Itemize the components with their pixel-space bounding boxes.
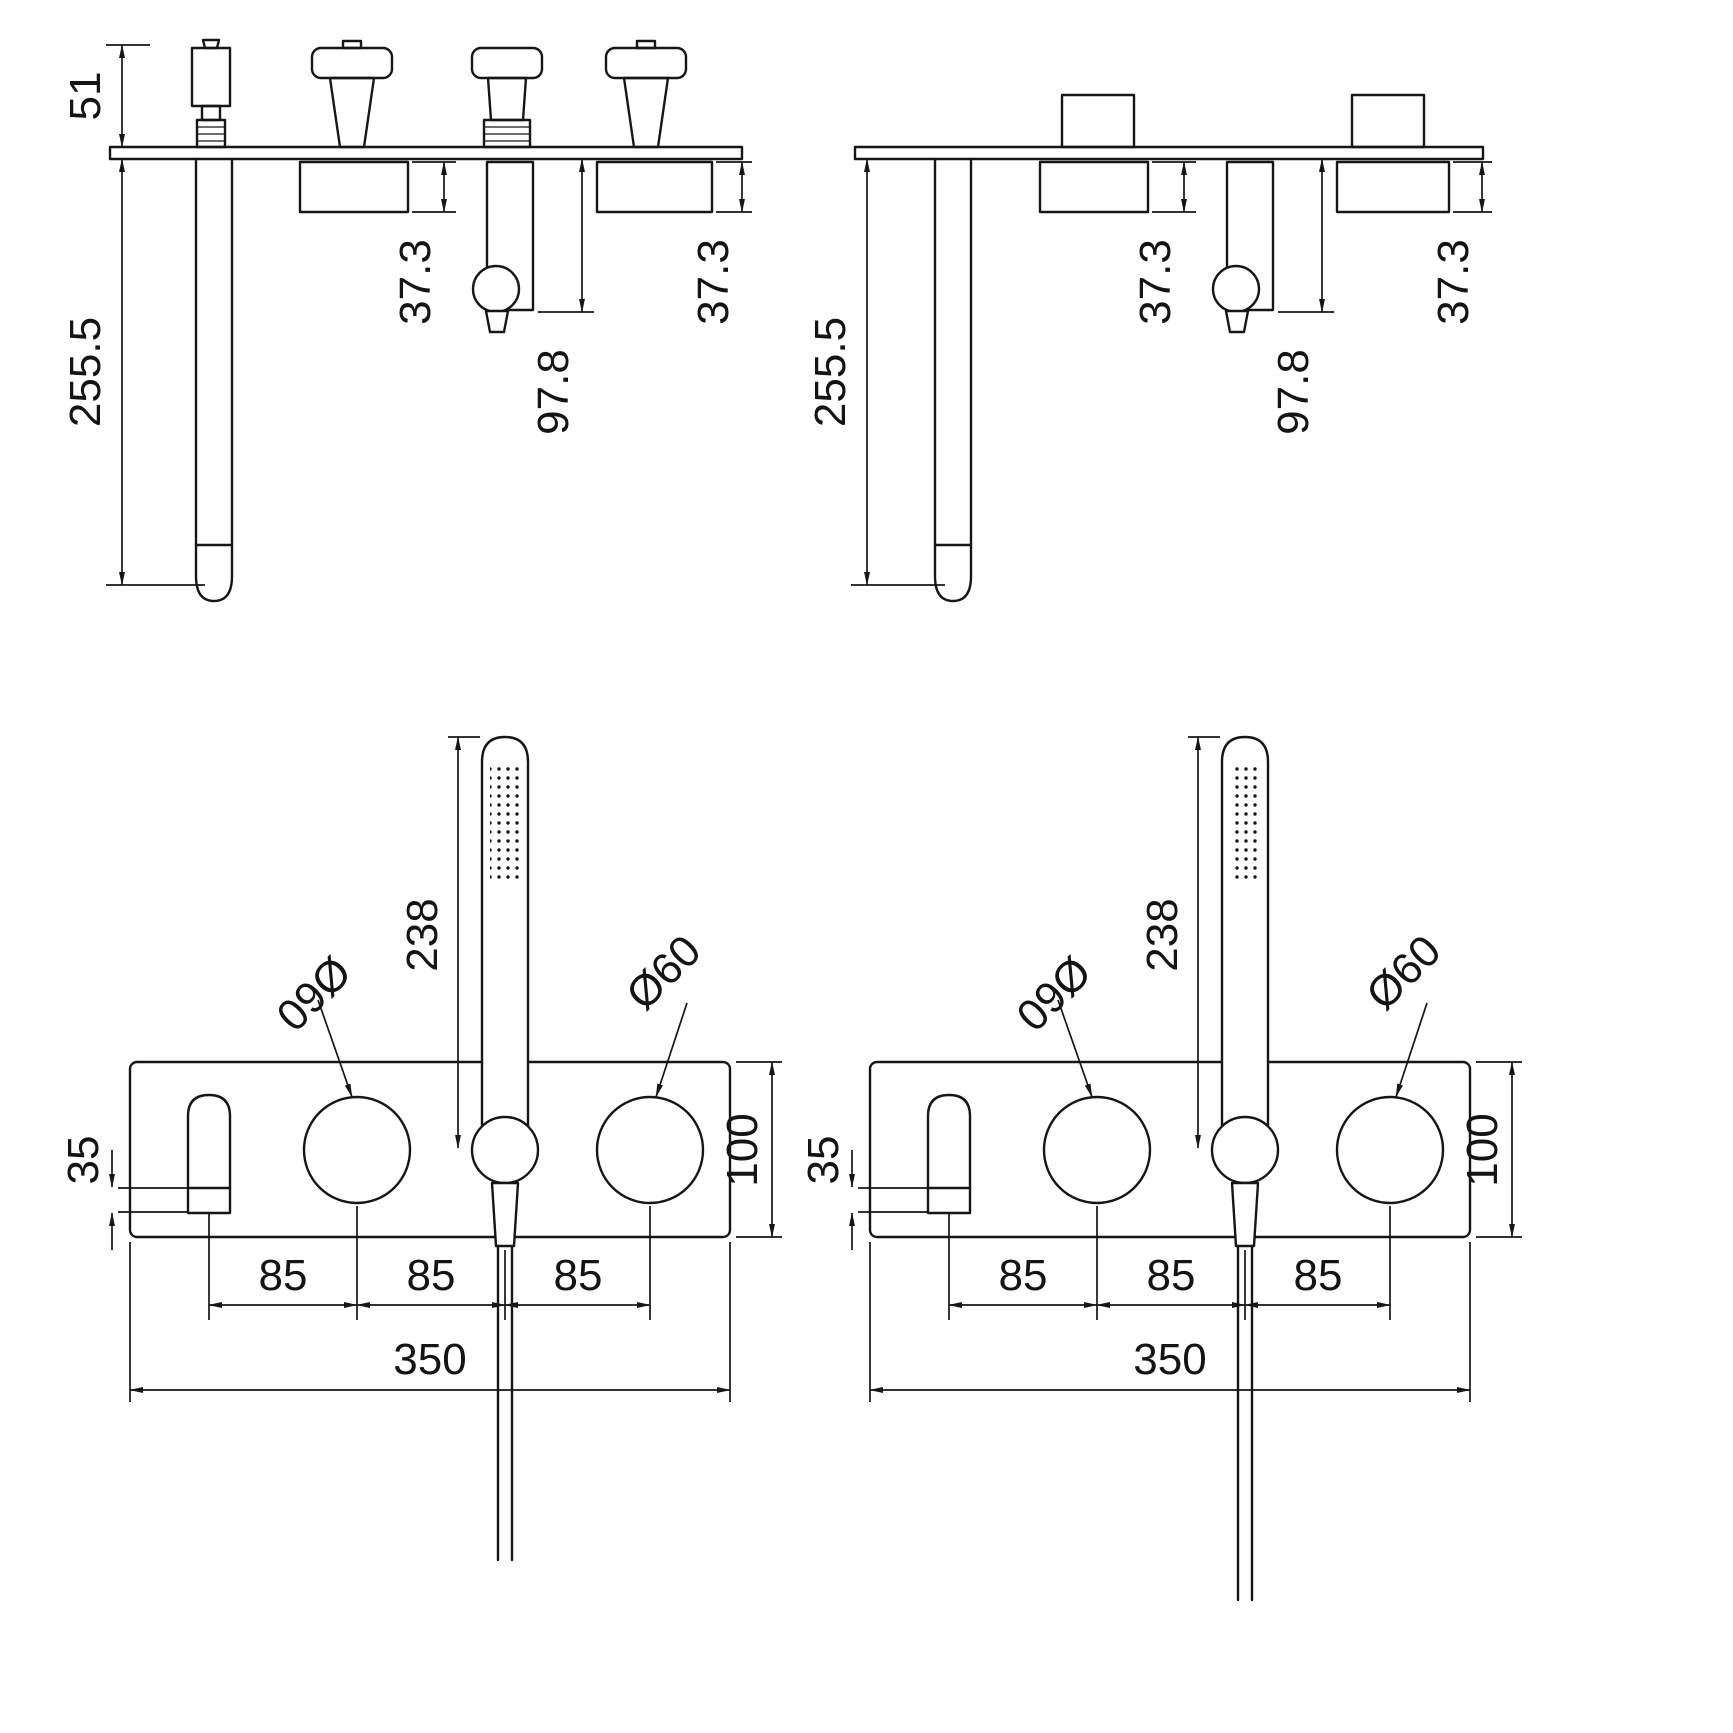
mounting-plate-side [853,145,1485,161]
spout-front [186,1093,232,1215]
view-top-left-side: 51 255.5 37.3 97.8 37.3 [61,38,752,603]
handle-2-side [604,39,688,149]
dia-label-60: Ø60 [1007,947,1100,1040]
dim-label-97-8: 97.8 [529,349,578,435]
recessed-box-right [1335,160,1451,214]
spout-valve-body [190,38,232,149]
dim-255-5: 255.5 [806,158,945,586]
dim-350: 350 [129,1242,731,1402]
dim-35: 35 [59,1136,188,1250]
dia-label-60: Ø60 [1357,926,1450,1019]
dim-label-238: 238 [1138,898,1187,971]
dim-label-85: 85 [259,1251,308,1300]
dim-label-85: 85 [1294,1251,1343,1300]
spray-face-dots [1230,766,1261,884]
dim-37-3-right: 37.3 [1429,161,1492,325]
knob-right-front [1335,1095,1445,1205]
dim-350: 350 [869,1242,1471,1402]
dim-label-85: 85 [554,1251,603,1300]
wall-spout-tube [933,157,973,603]
dim-238: 238 [398,736,480,1149]
dim-85-row: 85 85 85 [948,1206,1391,1320]
dia-60-left: Ø60 [267,947,360,1098]
handshower-holder-side [1211,160,1275,334]
view-bottom-right-front: 35 238 Ø60 Ø60 100 85 85 85 [799,735,1522,1602]
dim-label-97-8: 97.8 [1269,349,1318,435]
dim-97-8: 97.8 [529,158,594,435]
handle-1-side [310,39,394,149]
wall-spout-tube [194,157,234,603]
dim-label-35: 35 [799,1136,848,1185]
handshower-holder-side [471,160,535,334]
dim-37-3-right: 37.3 [689,161,752,325]
knob-left-front [1042,1095,1152,1205]
dim-label-35: 35 [59,1136,108,1185]
spray-face-dots [490,766,521,884]
dim-37-3-left: 37.3 [1131,161,1196,325]
dim-100: 100 [718,1061,782,1238]
dim-51: 51 [61,44,150,148]
mounting-plate-front [128,1060,732,1239]
recessed-box-right [595,160,714,214]
handshower-front [1210,735,1280,1602]
dim-label-51: 51 [61,72,110,121]
dia-label-60: Ø60 [617,926,710,1019]
dim-label-350: 350 [1133,1335,1206,1384]
view-bottom-left-front: 35 238 Ø60 Ø60 100 85 85 85 [59,735,782,1562]
spout-front [926,1093,972,1215]
dia-60-right: Ø60 [1357,926,1450,1098]
knob-right-front [595,1095,705,1205]
dim-label-37-3: 37.3 [391,239,440,325]
dim-100: 100 [1458,1061,1522,1238]
view-top-right-side: 255.5 37.3 97.8 37.3 [806,93,1492,603]
knob-left-front [302,1095,412,1205]
recessed-box-left [298,160,410,214]
dim-label-37-3: 37.3 [1429,239,1478,325]
dim-label-255-5: 255.5 [61,317,110,427]
mounting-plate-side [108,145,744,161]
dim-label-255-5: 255.5 [806,317,855,427]
dia-60-right: Ø60 [617,926,710,1098]
knob-block-left [1060,93,1136,149]
dia-label-60: Ø60 [267,947,360,1040]
dim-label-350: 350 [393,1335,466,1384]
dim-35: 35 [799,1136,928,1250]
dim-238: 238 [1138,736,1220,1149]
dim-label-85: 85 [999,1251,1048,1300]
mounting-plate-front [868,1060,1472,1239]
dim-label-37-3: 37.3 [1131,239,1180,325]
dim-label-238: 238 [398,898,447,971]
shower-hose [496,1244,514,1562]
dim-37-3-left: 37.3 [391,161,456,325]
dia-60-left: Ø60 [1007,947,1100,1098]
dim-255-5: 255.5 [61,158,205,586]
recessed-box-left [1038,160,1150,214]
knob-block-right [1350,93,1426,149]
dim-label-100: 100 [1458,1113,1507,1186]
handshower-front [470,735,540,1562]
diverter-handle-side [470,46,544,149]
dim-97-8: 97.8 [1269,158,1334,435]
dim-label-85: 85 [407,1251,456,1300]
dim-label-100: 100 [718,1113,767,1186]
dim-label-37-3: 37.3 [689,239,738,325]
dim-85-row: 85 85 85 [208,1206,651,1320]
dim-label-85: 85 [1147,1251,1196,1300]
